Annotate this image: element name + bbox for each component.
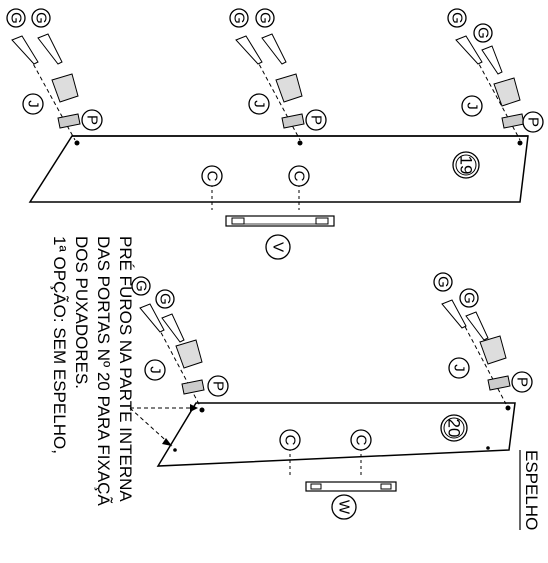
panel-20-c-screws: C C <box>279 429 372 476</box>
p-label: P <box>210 381 227 391</box>
g-label: G <box>257 12 274 24</box>
hinge-assembly-3: G G J P <box>447 8 544 141</box>
panel-19: 19 <box>28 135 529 203</box>
g-label: G <box>449 12 466 24</box>
panel-number-19: 19 <box>452 151 480 179</box>
g-label: G <box>8 12 25 24</box>
p-label: P <box>308 115 325 125</box>
g-label: G <box>157 293 174 305</box>
note-line: PRÉ FUROS NA PARTE INTERNA <box>116 236 135 502</box>
j-label: J <box>251 100 268 108</box>
g-label: G <box>133 280 150 292</box>
panel-number-20: 20 <box>440 414 468 442</box>
handle-w-label: W <box>336 500 353 515</box>
j-label: J <box>147 366 164 374</box>
hinge-assembly-4: G G J P <box>131 276 229 407</box>
side-heading: ESPELHO <box>519 450 541 530</box>
note-line: DOS PUXADORES. <box>72 236 91 389</box>
panel-20: 20 <box>129 402 516 467</box>
c-label: C <box>204 171 221 182</box>
j-label: J <box>451 364 468 372</box>
note-line: 1ª OPÇÃO: SEM ESPELHO, <box>50 236 69 454</box>
j-label: J <box>25 100 42 108</box>
hinge-assembly-1: G G J P <box>6 8 103 141</box>
g-label: G <box>475 27 492 39</box>
assembly-note: PRÉ FUROS NA PARTE INTERNA DAS PORTAS Nº… <box>50 236 135 506</box>
panel-20-id: 20 <box>445 419 464 438</box>
panel-19-c-screws: C C <box>201 165 310 210</box>
g-label: G <box>33 12 50 24</box>
note-line: DAS PORTAS Nº 20 PARA FIXAÇÃ <box>94 236 113 506</box>
p-label: P <box>84 115 101 125</box>
espelho-heading: ESPELHO <box>522 450 541 530</box>
hinge-assembly-2: G G J P <box>229 8 327 141</box>
handle-w: W <box>305 481 397 520</box>
c-label: C <box>291 171 308 182</box>
g-label: G <box>231 12 248 24</box>
g-label: G <box>461 292 478 304</box>
g-label: G <box>435 276 452 288</box>
panel-19-id: 19 <box>457 156 476 175</box>
c-label: C <box>282 435 299 446</box>
c-label: C <box>353 435 370 446</box>
hinge-assembly-5: G G J P <box>433 272 533 405</box>
p-label: P <box>514 377 531 387</box>
handle-v: V <box>225 215 335 260</box>
p-label: P <box>525 117 542 127</box>
handle-v-label: V <box>270 242 287 252</box>
j-label: J <box>464 102 481 110</box>
